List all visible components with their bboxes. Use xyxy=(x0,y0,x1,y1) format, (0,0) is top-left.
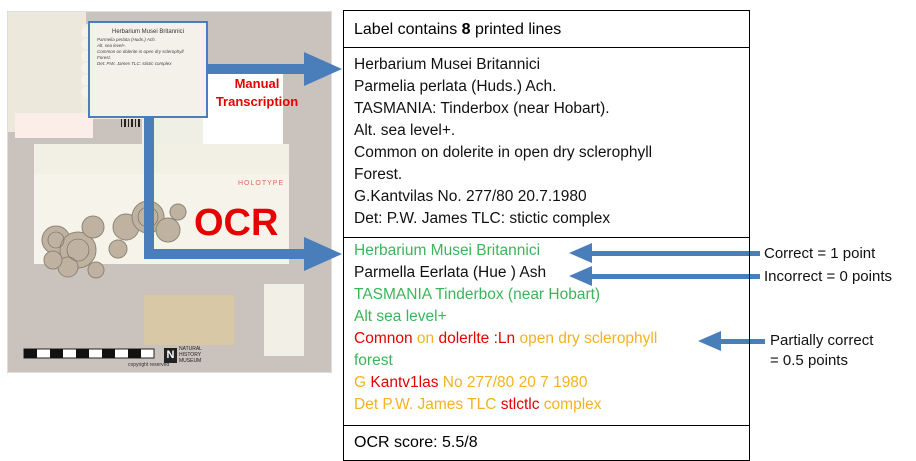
museum-name: NATURAL HISTORY MUSEUM xyxy=(179,346,202,364)
legend-incorrect: Incorrect = 0 points xyxy=(764,268,892,285)
determination-slip xyxy=(15,113,93,138)
ocr-line: forest xyxy=(354,350,749,372)
ocr-segment: forest xyxy=(354,352,393,369)
transcription-table: Label contains 8 printed lines Herbarium… xyxy=(343,10,750,461)
manual-arrow-head xyxy=(304,52,342,86)
ocr-line: Herbarium Musei Britannici xyxy=(354,240,749,262)
manual-transcription-label: Manual Transcription xyxy=(215,76,299,109)
manual-line: TASMANIA: Tinderbox (near Hobart). xyxy=(354,100,610,117)
ocr-line: Alt sea level+ xyxy=(354,306,749,328)
ocr-line: Comnon on dolerlte :Ln open dry scleroph… xyxy=(354,328,749,350)
ocr-arrow-shaft xyxy=(144,249,306,259)
manual-arrow-shaft xyxy=(208,64,306,74)
partial-arrow-head xyxy=(698,331,721,351)
envelope-flap xyxy=(8,12,86,132)
packet xyxy=(264,284,304,356)
ocr-segment: Herbarium Musei Britannici xyxy=(354,242,541,259)
manual-line: Parmelia perlata (Huds.) Ach. xyxy=(354,78,557,95)
inset-label-header: Herbarium Musei Britannici xyxy=(111,29,185,35)
table-header: Label contains 8 printed lines xyxy=(354,21,562,38)
table-header-cell: Label contains 8 printed lines xyxy=(344,11,749,48)
ocr-segment: on xyxy=(412,330,439,347)
ocr-line: Det P.W. James TLC stlctlc complex xyxy=(354,394,749,416)
white-patch xyxy=(203,67,283,157)
ocr-segment: G xyxy=(354,374,371,391)
manual-lines: Herbarium Musei Britannici Parmelia perl… xyxy=(354,54,749,230)
ocr-segment: dolerlte :Ln xyxy=(438,330,516,347)
incorrect-arrow-shaft xyxy=(588,274,760,279)
ocr-arrow-vertical xyxy=(144,118,154,258)
ocr-segment: complex xyxy=(539,396,602,413)
ocr-segment: Alt sea level+ xyxy=(354,308,447,325)
ocr-segment: TASMANIA Tinderbox (near Hobart) xyxy=(354,286,601,303)
museum-logo: N xyxy=(164,348,177,363)
manual-line: Herbarium Musei Britannici xyxy=(354,56,541,73)
manual-line: Common on dolerite in open dry sclerophy… xyxy=(354,144,653,161)
ocr-label: OCR xyxy=(194,202,279,244)
ocr-segment: No 277/80 20 7 1980 xyxy=(438,374,588,391)
annotation-slip xyxy=(34,144,289,174)
copyright-text: copyright reserved xyxy=(128,362,170,368)
partial-arrow-shaft xyxy=(719,339,765,344)
holotype-stamp: HOLOTYPE xyxy=(238,180,285,187)
manual-line: G.Kantvilas No. 277/80 20.7.1980 xyxy=(354,188,587,205)
wood-block xyxy=(144,295,234,345)
ocr-score: OCR score: 5.5/8 xyxy=(354,434,478,451)
ocr-segment: Kantv1las xyxy=(370,374,439,391)
ocr-segment: stlctlc xyxy=(500,396,540,413)
legend-partial: Partially correct = 0.5 points xyxy=(770,332,874,369)
manual-line: Alt. sea level+. xyxy=(354,122,456,139)
ocr-arrow-head xyxy=(304,237,342,271)
correct-arrow-head xyxy=(569,243,592,263)
inset-label-text: Parmelia perlata (Huds.) Ach. Alt. sea l… xyxy=(97,37,184,66)
ocr-segment: Parmella Eerlata (Hue ) Ash xyxy=(354,264,547,281)
ocr-line: Parmella Eerlata (Hue ) Ash xyxy=(354,262,749,284)
ocr-segment: Det P.W. James TLC xyxy=(354,396,501,413)
manual-line: Det: P.W. James TLC: stictic complex xyxy=(354,210,611,227)
ocr-segment: Comnon xyxy=(354,330,413,347)
ocr-line: TASMANIA Tinderbox (near Hobart) xyxy=(354,284,749,306)
manual-line: Forest. xyxy=(354,166,403,183)
correct-arrow-shaft xyxy=(588,251,760,256)
label-highlight-box: Herbarium Musei Britannici Parmelia perl… xyxy=(88,21,208,118)
manual-transcription-cell: Herbarium Musei Britannici Parmelia perl… xyxy=(344,48,749,238)
legend-correct: Correct = 1 point xyxy=(764,245,876,262)
incorrect-arrow-head xyxy=(569,266,592,286)
ocr-segment: open dry sclerophyll xyxy=(515,330,658,347)
score-cell: OCR score: 5.5/8 xyxy=(344,426,749,460)
ocr-line: G Kantv1las No 277/80 20 7 1980 xyxy=(354,372,749,394)
